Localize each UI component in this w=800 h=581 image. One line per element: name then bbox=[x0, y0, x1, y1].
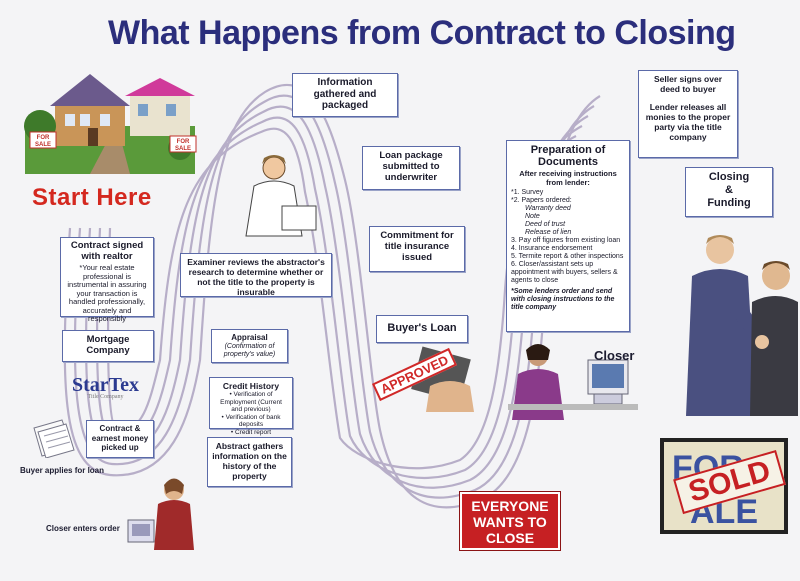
credit-item-2: • Verification of bank deposits bbox=[221, 413, 281, 429]
for-sale-sign-left: FOR SALE bbox=[34, 135, 51, 148]
everyone-wants-to-close: EVERYONE WANTS TO CLOSE bbox=[459, 491, 561, 551]
preparation-heading: Preparation of Documents bbox=[530, 144, 606, 168]
info-box: Information gathered and packaged bbox=[292, 73, 398, 117]
contract-text: *Your real estate professional is instru… bbox=[67, 263, 147, 323]
seller-line-2: Lender releases all monies to the proper… bbox=[645, 102, 731, 142]
mortgage-box: Mortgage Company bbox=[62, 330, 154, 362]
preparation-item: *1. Survey bbox=[511, 189, 544, 196]
abstract-box: Abstract gathers information on the hist… bbox=[207, 437, 292, 487]
everyone-line-1: EVERYONE bbox=[471, 498, 549, 514]
preparation-box: Preparation of Documents After receiving… bbox=[506, 140, 630, 332]
closer-figure bbox=[127, 478, 194, 550]
papers-icon bbox=[33, 419, 75, 458]
closing-funding-box: Closing & Funding bbox=[685, 167, 773, 217]
seller-line-1: Seller signs over deed to buyer bbox=[653, 74, 723, 94]
preparation-item: Note bbox=[525, 213, 540, 220]
buyers-loan-heading: Buyer's Loan bbox=[387, 322, 457, 334]
seller-box: Seller signs over deed to buyer Lender r… bbox=[638, 70, 738, 158]
examiner-figure bbox=[245, 155, 317, 237]
credit-item-1: • Verification of Employment (Current an… bbox=[220, 391, 282, 413]
preparation-list: *1. Survey*2. Papers ordered:Warranty de… bbox=[511, 189, 625, 285]
appraisal-note: (Confirmation of property's value) bbox=[223, 343, 276, 358]
everyone-line-3: CLOSE bbox=[485, 530, 535, 546]
commitment-box: Commitment for title insurance issued bbox=[369, 226, 465, 272]
examiner-box: Examiner reviews the abstractor's resear… bbox=[180, 253, 332, 297]
appraisal-heading: Appraisal bbox=[231, 333, 268, 342]
buyers-loan-box: Buyer's Loan bbox=[376, 315, 468, 343]
examiner-heading: Examiner reviews the abstractor's resear… bbox=[187, 257, 325, 297]
loan-package-box: Loan package submitted to underwriter bbox=[362, 146, 460, 190]
preparation-item: Deed of trust bbox=[525, 221, 566, 228]
credit-box: Credit History • Verification of Employm… bbox=[209, 377, 293, 436]
commitment-heading: Commitment for title insurance issued bbox=[380, 230, 454, 263]
contract-box: Contract signed with realtor *Your real … bbox=[60, 237, 154, 323]
mortgage-heading: Mortgage Company bbox=[86, 334, 130, 356]
preparation-item: 5. Termite report & other inspections bbox=[511, 253, 624, 260]
startex-logo: StarTex Title Company bbox=[72, 374, 139, 400]
logo-sub: Title Company bbox=[87, 394, 124, 400]
closing-line-3: Funding bbox=[707, 197, 751, 209]
logo-name: StarTex bbox=[72, 374, 140, 396]
handshake-figure bbox=[686, 235, 798, 416]
house-illustration bbox=[24, 74, 197, 174]
preparation-item: Release of lien bbox=[525, 229, 572, 236]
preparation-intro: After receiving instructions from lender… bbox=[519, 169, 617, 187]
preparation-item: 3. Pay off figures from existing loan bbox=[511, 237, 621, 244]
preparation-item: Warranty deed bbox=[525, 205, 571, 212]
for-sale-sign-right: FOR SALE bbox=[174, 139, 191, 152]
appraisal-box: Appraisal (Confirmation of property's va… bbox=[211, 329, 288, 363]
closing-line-1: Closing bbox=[708, 171, 750, 183]
earnest-box: Contract & earnest money picked up bbox=[86, 420, 154, 458]
page-title: What Happens from Contract to Closing bbox=[108, 14, 736, 52]
credit-heading: Credit History bbox=[222, 381, 280, 391]
contract-heading: Contract signed with realtor bbox=[70, 240, 144, 262]
buyer-applies-label: Buyer applies for loan bbox=[20, 466, 105, 475]
preparation-item: 6. Closer/assistant sets up appointment … bbox=[511, 261, 618, 284]
loan-package-heading: Loan package submitted to underwriter bbox=[379, 150, 443, 183]
info-heading: Information gathered and packaged bbox=[313, 77, 377, 111]
closer-enters-label: Closer enters order bbox=[46, 524, 120, 533]
credit-item-3: • Credit report bbox=[230, 428, 272, 436]
abstract-heading: Abstract gathers information on the hist… bbox=[212, 441, 287, 481]
preparation-footnote: *Some lenders order and send with closin… bbox=[511, 288, 615, 311]
closer-at-desk-figure bbox=[508, 344, 638, 420]
preparation-item: 4. Insurance endorsement bbox=[511, 245, 593, 252]
closer-label: Closer bbox=[594, 348, 635, 363]
earnest-heading: Contract & earnest money picked up bbox=[91, 424, 149, 452]
everyone-line-2: WANTS TO bbox=[473, 514, 547, 530]
preparation-item: *2. Papers ordered: bbox=[511, 197, 572, 204]
start-here-label: Start Here bbox=[32, 184, 152, 211]
closing-line-2: & bbox=[725, 184, 733, 196]
